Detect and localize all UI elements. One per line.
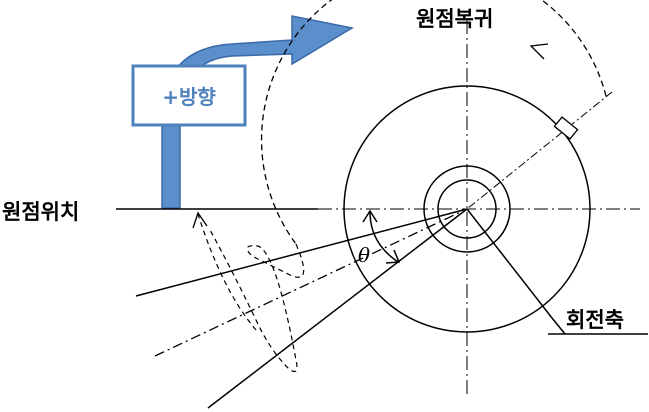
theta-arc	[369, 211, 399, 263]
rotation-axis-leader	[466, 208, 553, 319]
swing-arrow	[197, 213, 257, 331]
rotor-disk	[343, 85, 591, 333]
return-path-arc	[260, 0, 607, 245]
origin-position-label: 원점위치	[2, 200, 79, 224]
marker-line	[466, 91, 613, 210]
swing-arrow-head	[192, 211, 208, 229]
return-to-origin-label: 원점복귀	[416, 7, 493, 31]
rotation-axis-underline	[551, 317, 566, 335]
swing-loop	[209, 229, 305, 373]
plus-direction-label: +방향	[162, 85, 216, 109]
middle-ray	[154, 208, 468, 357]
theta-arrow-bottom	[385, 249, 401, 264]
theta-arrow-top	[362, 209, 378, 223]
lower-ray	[207, 208, 468, 409]
plus-direction-box	[131, 64, 247, 127]
hub-inner	[437, 179, 497, 239]
upper-ray	[135, 208, 468, 297]
hub-outer	[423, 165, 511, 253]
theta-symbol: θ	[358, 243, 370, 267]
return-arrow-head	[529, 43, 549, 60]
position-marker	[553, 116, 579, 140]
rotation-axis-label: 회전축	[566, 308, 624, 332]
